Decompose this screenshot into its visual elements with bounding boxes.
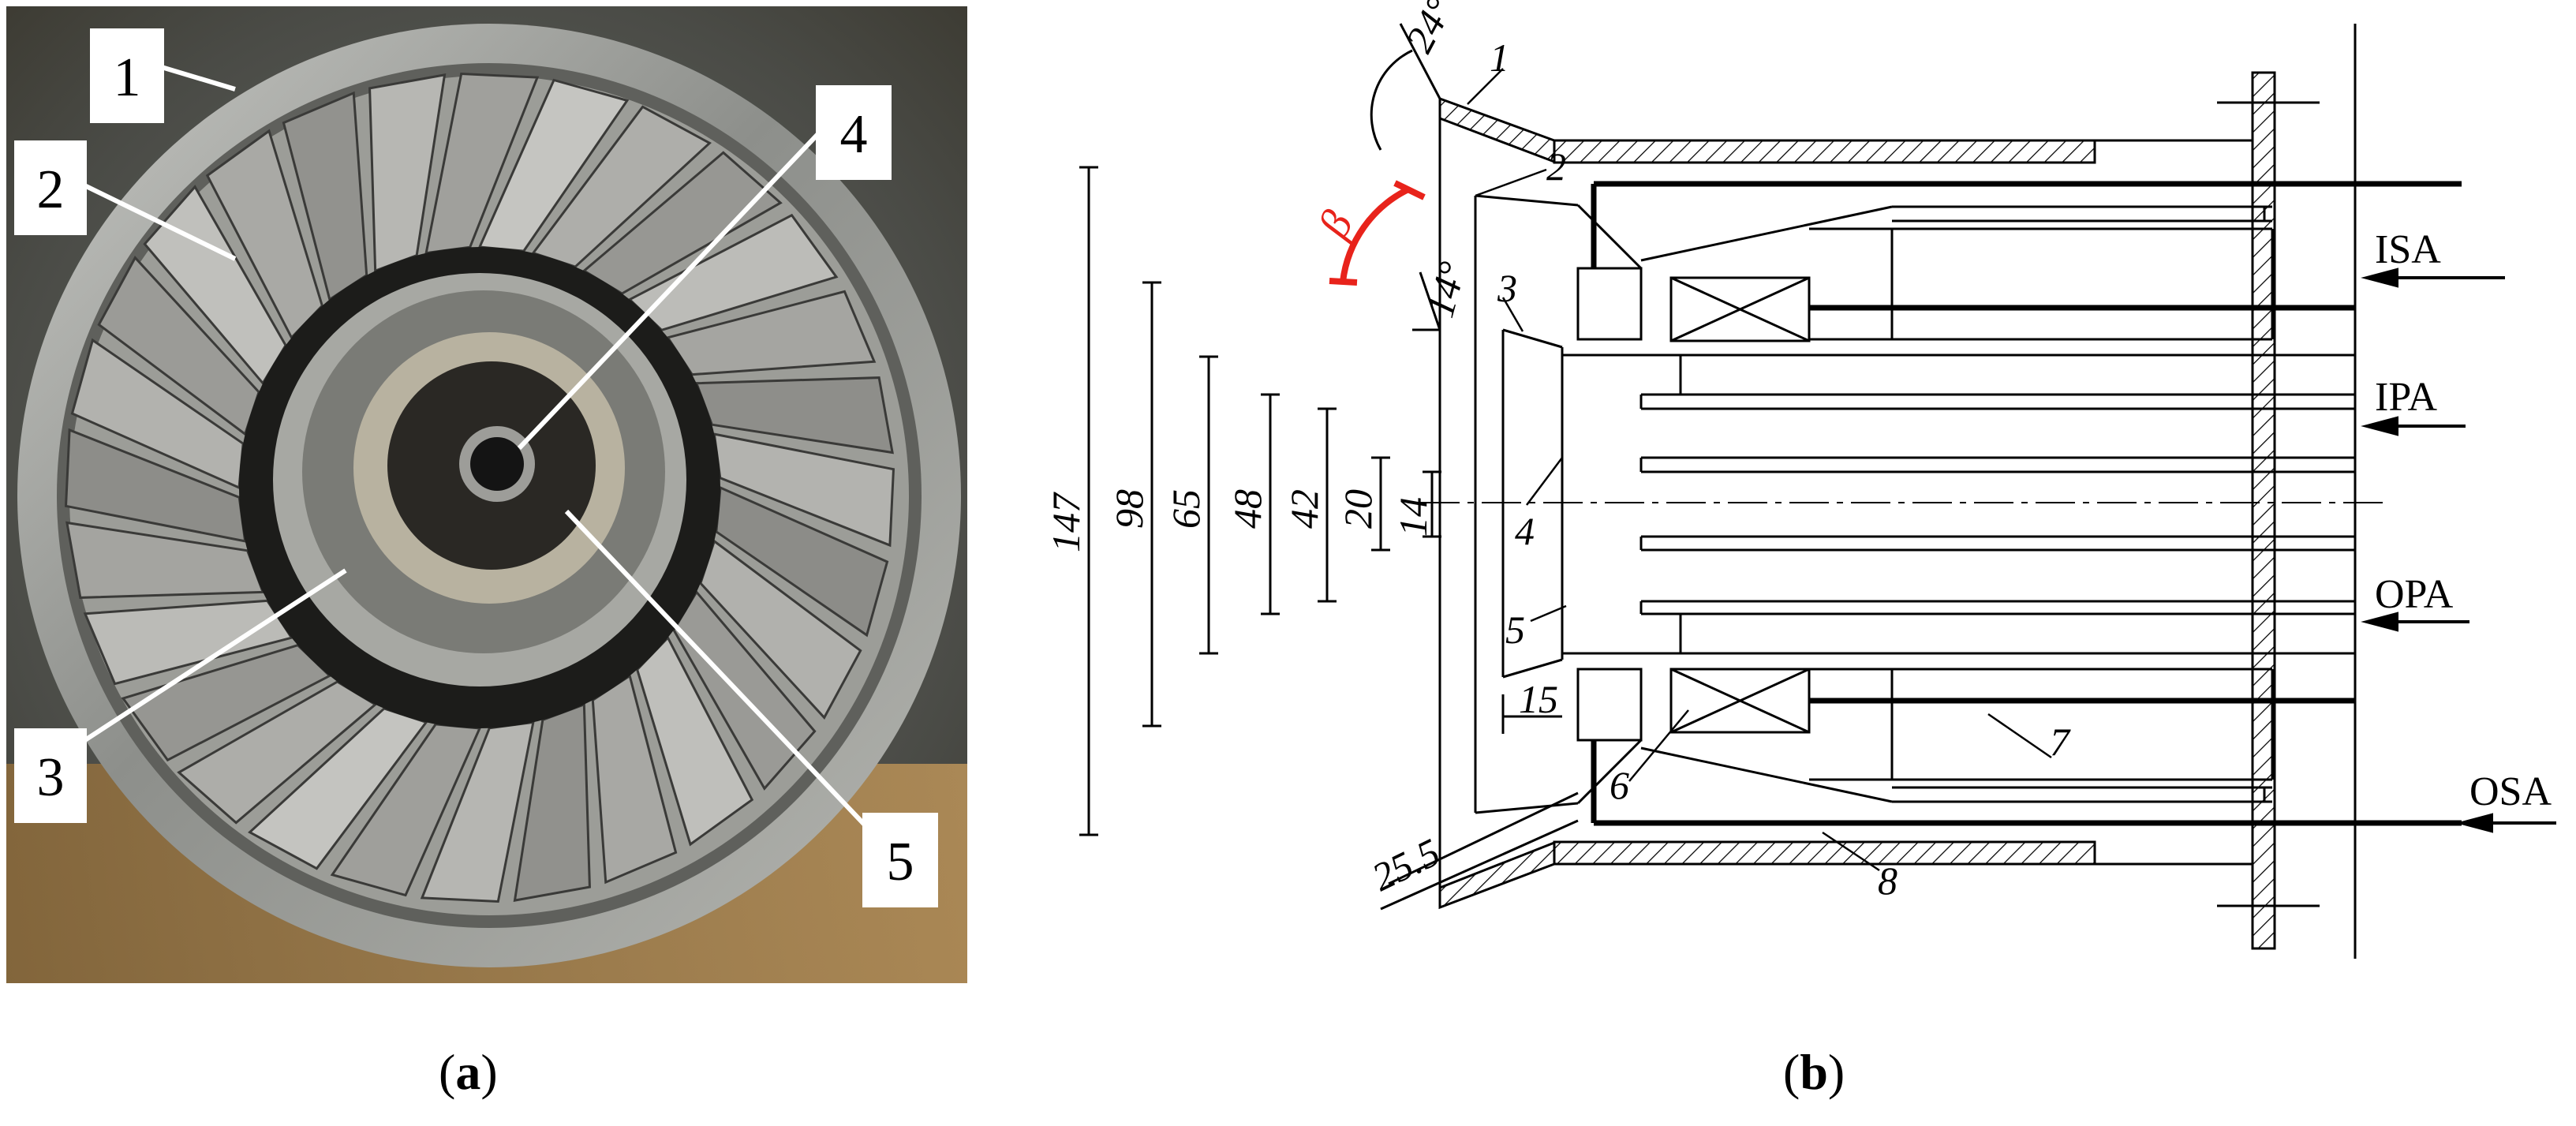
part-3-label: 3 [1497,266,1517,310]
dim-14-label: 14 [1391,497,1435,537]
dim-65-label: 65 [1164,489,1208,529]
callout-4-label: 4 [840,104,868,165]
drawing-outline [1079,23,2383,959]
part-2-label: 2 [1546,144,1566,189]
leader-lines [1467,68,2052,872]
dim-42-label: 42 [1282,489,1326,529]
flow-arrows [2361,267,2556,833]
callout-5-label: 5 [887,832,914,892]
callout-2-label: 2 [37,159,65,220]
dim-20-label: 20 [1336,489,1380,529]
burner-cross-section-drawing: 24° 14° 147 98 65 48 42 20 14 15 25.5 1 … [1044,0,2556,959]
callout-boxes [14,28,938,907]
callout-lines [77,63,877,837]
part-6-label: 6 [1610,763,1629,807]
callout-1-label: 1 [114,47,141,108]
swirl-vanes [64,72,895,903]
beta-label: β [1309,204,1363,246]
caption-b: (b) [1783,1044,1845,1100]
dim-25-5-label: 25.5 [1365,829,1446,900]
part-7-label: 7 [2050,720,2071,764]
caption-a: (a) [439,1044,498,1100]
beta-angle-marker [1329,180,1426,286]
angle-24-label: 24° [1396,0,1461,59]
part-8-label: 8 [1878,859,1897,903]
dim-98-label: 98 [1107,489,1151,529]
thick-tube-lines [1591,181,2462,826]
dim-15-label: 15 [1519,677,1558,721]
flow-isa-label: ISA [2375,227,2441,272]
part-5-label: 5 [1505,608,1525,652]
callout-3-label: 3 [37,747,65,808]
part-1-label: 1 [1490,36,1509,80]
dim-48-label: 48 [1225,489,1269,529]
part-4-label: 4 [1515,509,1535,553]
flow-opa-label: OPA [2375,572,2454,617]
center-pipe-hole [470,437,524,491]
flow-ipa-label: IPA [2375,375,2437,420]
burner-photo: 1 2 3 4 5 [6,6,967,983]
dim-147-label: 147 [1044,492,1088,552]
angle-14-label: 14° [1418,257,1475,322]
flow-osa-label: OSA [2469,769,2552,814]
